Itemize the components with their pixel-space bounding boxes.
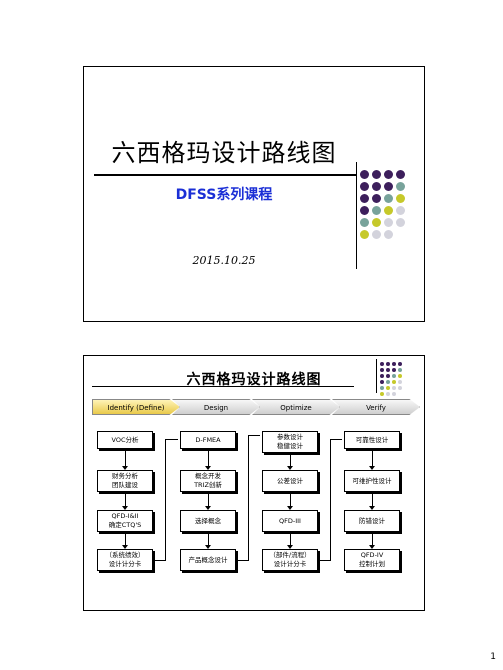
- decorative-dot: [392, 362, 396, 366]
- title-underline: [92, 386, 354, 387]
- phase-bar: Identify (Define) Design Optimize Verify: [92, 399, 420, 415]
- decorative-dot: [396, 206, 405, 215]
- decorative-dot: [384, 170, 393, 179]
- flow-arrow: [205, 492, 211, 510]
- decorative-dot: [380, 368, 384, 372]
- decorative-dot: [372, 170, 381, 179]
- slide-2: 六西格玛设计路线图 Identify (Define) Design Optim…: [83, 355, 425, 611]
- flow-arrow: [369, 532, 375, 549]
- decorative-dot: [386, 386, 390, 390]
- decorative-dot: [386, 380, 390, 384]
- flow-arrow: [369, 492, 375, 510]
- decorative-dot: [386, 374, 390, 378]
- decorative-dot: [392, 374, 396, 378]
- decorative-dot: [360, 170, 369, 179]
- connector: [330, 439, 331, 561]
- box-system-scorecard: （系统绩效） 设计计分卡: [97, 549, 153, 571]
- box-select-concept: 选择概念: [180, 510, 236, 532]
- box-error-proofing-design: 防错设计: [344, 510, 400, 532]
- decorative-dot: [360, 218, 369, 227]
- decorative-dot: [380, 386, 384, 390]
- decorative-dot: [384, 230, 393, 239]
- decorative-dot: [372, 182, 381, 191]
- decorative-dot: [384, 194, 393, 203]
- flow-arrow: [122, 449, 128, 470]
- decorative-dot: [372, 206, 381, 215]
- box-concept-development: 概念开发 TRIZ创新: [180, 470, 236, 492]
- flow-arrow: [369, 449, 375, 470]
- box-financial-analysis: 财务分析 团队建设: [97, 470, 153, 492]
- connector: [165, 439, 178, 440]
- vertical-divider: [376, 359, 377, 393]
- decorative-dot: [380, 392, 384, 396]
- slide1-subtitle: DFSS系列课程: [175, 187, 273, 203]
- flow-arrow: [287, 492, 293, 510]
- flow-arrow: [287, 532, 293, 549]
- decorative-dot: [396, 170, 405, 179]
- decorative-dot: [392, 392, 396, 396]
- decorative-dot: [386, 392, 390, 396]
- decorative-dot: [392, 386, 396, 390]
- vertical-divider: [356, 162, 357, 269]
- decorative-dot: [372, 194, 381, 203]
- decorative-dot: [392, 368, 396, 372]
- box-voc-analysis: VOC分析: [97, 431, 153, 449]
- box-d-fmea: D-FMEA: [180, 431, 236, 449]
- decorative-dot: [398, 368, 402, 372]
- box-maintainability-design: 可维护性设计: [344, 470, 400, 492]
- decorative-dot: [360, 182, 369, 191]
- flow-arrow: [287, 453, 293, 470]
- decorative-dot: [380, 380, 384, 384]
- connector: [155, 560, 165, 561]
- decorative-dot: [360, 206, 369, 215]
- decorative-dot: [360, 194, 369, 203]
- connector: [320, 560, 330, 561]
- box-parameter-design: 参数设计 稳健设计: [262, 431, 318, 453]
- flow-arrow: [205, 532, 211, 549]
- decorative-dot: [384, 206, 393, 215]
- slide-1: 六西格玛设计路线图 DFSS系列课程 2015.10.25: [83, 66, 425, 322]
- box-reliability-design: 可靠性设计: [344, 431, 400, 449]
- box-component-scorecard: （部件/流程） 设计计分卡: [262, 549, 318, 571]
- decorative-dot: [380, 362, 384, 366]
- decorative-dot: [398, 386, 402, 390]
- decorative-dot: [396, 194, 405, 203]
- phase-verify: Verify: [332, 399, 420, 415]
- page-number: 1: [490, 652, 496, 662]
- flow-arrow: [205, 449, 211, 470]
- box-qfd-3: QFD-III: [262, 510, 318, 532]
- box-product-concept-design: 产品概念设计: [180, 549, 236, 571]
- decorative-dot: [398, 380, 402, 384]
- title-underline: [94, 174, 357, 176]
- box-qfd-1-2: QFD-I&II 确定CTQ'S: [97, 510, 153, 532]
- phase-identify: Identify (Define): [92, 399, 180, 415]
- connector: [165, 439, 166, 561]
- decorative-dot: [392, 380, 396, 384]
- connector: [330, 439, 342, 440]
- decorative-dot: [386, 362, 390, 366]
- decorative-dot: [380, 374, 384, 378]
- decorative-dot: [396, 182, 405, 191]
- decorative-dot: [372, 218, 381, 227]
- decorative-dot: [398, 362, 402, 366]
- connector: [238, 560, 248, 561]
- decorative-dot: [384, 218, 393, 227]
- phase-optimize: Optimize: [252, 399, 340, 415]
- flow-arrow: [122, 532, 128, 549]
- connector: [248, 435, 249, 561]
- phase-design: Design: [172, 399, 260, 415]
- box-qfd-4-control-plan: QFD-IV 控制计划: [344, 549, 400, 571]
- slide1-date: 2015.10.25: [192, 254, 256, 267]
- decorative-dot: [372, 230, 381, 239]
- flow-arrow: [122, 492, 128, 510]
- box-tolerance-design: 公差设计: [262, 470, 318, 492]
- slide2-title: 六西格玛设计路线图: [186, 372, 322, 388]
- decorative-dot: [384, 182, 393, 191]
- decorative-dot: [396, 218, 405, 227]
- decorative-dot: [386, 368, 390, 372]
- decorative-dot: [360, 230, 369, 239]
- connector: [248, 435, 260, 436]
- decorative-dot: [398, 374, 402, 378]
- slide1-title: 六西格玛设计路线图: [111, 139, 337, 167]
